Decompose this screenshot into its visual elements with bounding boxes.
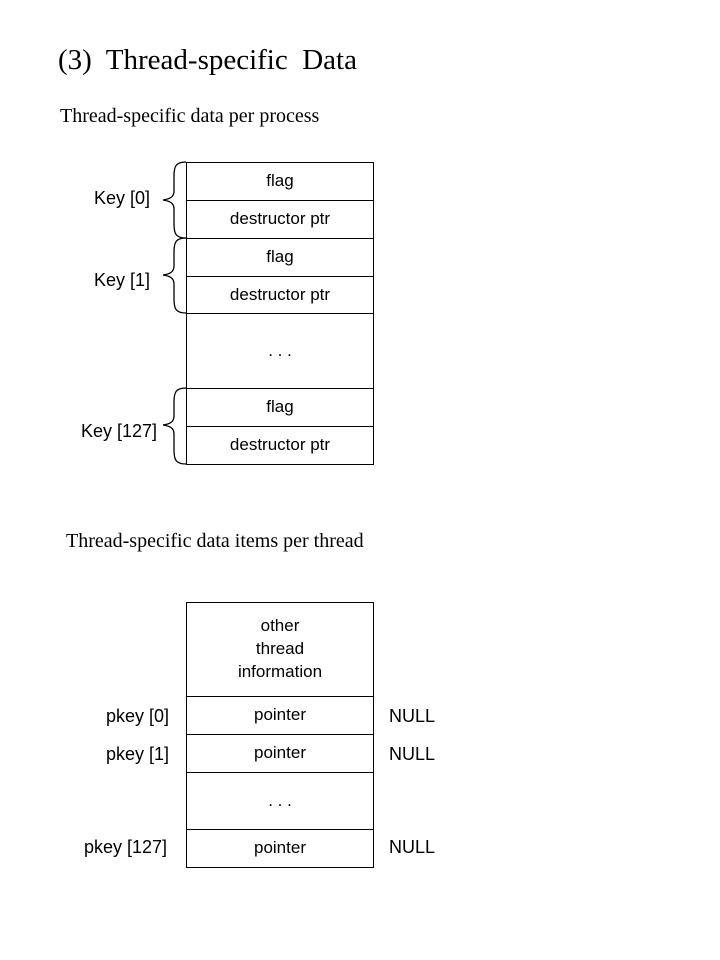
- pkey-1-pointer-cell: pointer: [186, 734, 374, 772]
- key-0-destructor-cell: destructor ptr: [186, 200, 374, 238]
- key-0-brace: [162, 161, 187, 239]
- pkey-1-null-value: NULL: [389, 744, 436, 764]
- pkey-127-pointer-cell: pointer: [186, 829, 374, 868]
- pkey-0-label: pkey [0]: [106, 706, 170, 726]
- thread-ellipsis-cell: . . .: [186, 772, 374, 830]
- other-thread-info-cell: other thread information: [186, 602, 374, 696]
- pkey-0-pointer-cell: pointer: [186, 696, 374, 734]
- key-127-destructor-cell: destructor ptr: [186, 426, 374, 465]
- pkey-0-null-value: NULL: [389, 706, 436, 726]
- key-127-label: Key [127]: [81, 421, 158, 441]
- key-0-label: Key [0]: [94, 188, 151, 208]
- pkey-1-label: pkey [1]: [106, 744, 170, 764]
- pkey-127-label: pkey [127]: [84, 837, 168, 857]
- key-1-flag-cell: flag: [186, 238, 374, 276]
- key-0-flag-cell: flag: [186, 162, 374, 200]
- key-1-destructor-cell: destructor ptr: [186, 276, 374, 314]
- process-section-subtitle: Thread-specific data per process: [60, 105, 320, 127]
- page-title: (3) Thread-specific Data: [58, 44, 357, 76]
- pkey-127-null-value: NULL: [389, 837, 436, 857]
- thread-section-subtitle: Thread-specific data items per thread: [66, 530, 364, 552]
- key-127-brace: [162, 387, 187, 465]
- key-1-brace: [162, 237, 187, 314]
- key-127-flag-cell: flag: [186, 388, 374, 426]
- key-1-label: Key [1]: [94, 270, 151, 290]
- process-ellipsis-cell: . . .: [186, 313, 374, 389]
